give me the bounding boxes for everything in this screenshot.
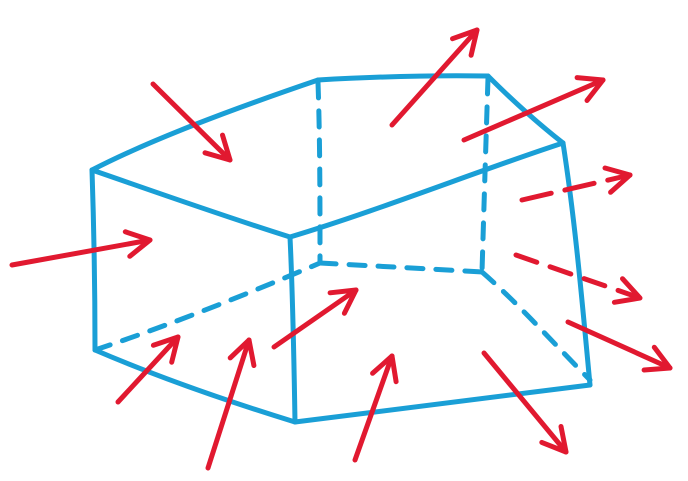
arrow-shaft: [461, 77, 606, 143]
arrow-head: [611, 276, 643, 305]
arrow-head: [450, 27, 480, 58]
arrow-head: [122, 229, 153, 259]
arrow-shaft: [271, 287, 359, 350]
hidden-edge-vertical-back: [315, 79, 323, 266]
arrow-head: [574, 75, 606, 103]
arrow-shaft: [513, 252, 643, 301]
arrow-shaft: [205, 337, 252, 471]
hexagonal-prism: [89, 73, 593, 425]
flux-arrows: [9, 27, 673, 471]
arrow-shaft: [115, 334, 181, 405]
bottom-edge-right-front: [292, 382, 593, 425]
arrow-head: [602, 165, 633, 195]
arrow-in-bottom-left: [115, 334, 181, 405]
top-edge-back: [315, 73, 491, 83]
arrow-in-top-left: [150, 81, 233, 163]
vertical-edge-right: [560, 140, 593, 388]
arrow-out-right-upper: [519, 165, 633, 203]
arrow-out-bottom-right: [481, 350, 569, 455]
hidden-edge-bottom-back: [317, 260, 485, 275]
arrow-head: [370, 353, 399, 385]
arrow-in-bottom-mid: [205, 337, 257, 471]
arrow-shaft: [9, 237, 153, 268]
arrow-shaft: [150, 81, 233, 163]
arrow-shaft: [389, 27, 480, 128]
arrow-shaft: [481, 350, 569, 455]
arrow-out-top-right: [461, 75, 606, 143]
bottom-edge-left-front: [92, 347, 298, 425]
arrow-out-top-center: [389, 27, 480, 128]
arrow-out-right-middle: [513, 252, 643, 305]
top-edge-left-front: [89, 167, 293, 240]
arrow-out-right-lower: [565, 319, 673, 373]
vertical-edge-front: [287, 234, 298, 425]
arrow-head: [641, 344, 673, 373]
arrow-in-bottom-center: [271, 287, 359, 350]
arrow-head: [327, 287, 359, 316]
arrow-head: [150, 334, 181, 365]
hidden-edge-vertical-right: [479, 75, 491, 275]
hidden-edge-bottom-right: [479, 269, 593, 383]
hidden-edge-bottom-left: [92, 260, 323, 353]
arrow-shaft: [352, 353, 395, 463]
arrow-shaft: [565, 319, 673, 371]
top-edge-right-front: [287, 140, 566, 240]
arrow-head: [539, 424, 569, 455]
vertical-edge-left: [89, 167, 98, 353]
arrow-in-bottom-front: [352, 353, 399, 463]
arrow-shaft: [519, 172, 633, 203]
arrow-in-left-face: [9, 229, 153, 268]
arrow-head: [202, 132, 233, 163]
arrow-head: [227, 337, 257, 368]
